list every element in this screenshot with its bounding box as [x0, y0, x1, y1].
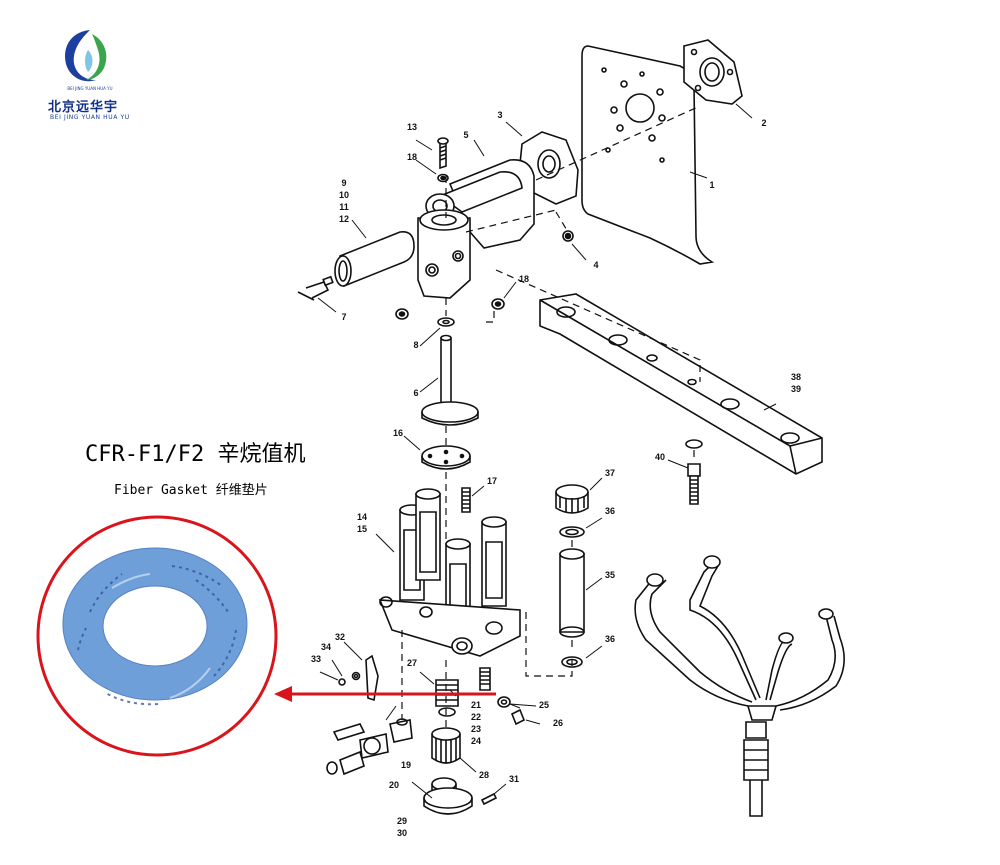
callout-10: 10 — [339, 190, 349, 200]
callout-32: 32 — [335, 632, 345, 642]
sight-glass-assembly — [378, 488, 521, 657]
callout-28: 28 — [479, 770, 489, 780]
bar-38-39 — [539, 293, 823, 475]
callout-31: 31 — [509, 774, 519, 784]
callout-2: 2 — [761, 118, 766, 128]
callout-12: 12 — [339, 214, 349, 224]
callout-26: 26 — [553, 718, 563, 728]
callout-1: 1 — [709, 180, 714, 190]
sleeve-9-12 — [339, 230, 415, 288]
callout-36-bottom: 36 — [605, 634, 615, 644]
callout-20: 20 — [389, 780, 399, 790]
callout-7: 7 — [341, 312, 346, 322]
pin-7 — [297, 281, 330, 301]
callout-29: 29 — [397, 816, 407, 826]
callout-16: 16 — [393, 428, 403, 438]
flange-2 — [683, 39, 743, 105]
callout-18-mid: 18 — [519, 274, 529, 284]
logo-small-text: BEI JING YUAN HUA YU — [67, 86, 112, 91]
callout-15: 15 — [357, 524, 367, 534]
callout-11: 11 — [339, 202, 349, 212]
callout-25: 25 — [539, 700, 549, 710]
callout-27: 27 — [407, 658, 417, 668]
callout-4: 4 — [593, 260, 598, 270]
pointer-arrow — [274, 686, 496, 702]
callout-18-top: 18 — [407, 152, 417, 162]
callout-17: 17 — [487, 476, 497, 486]
callout-38: 38 — [791, 372, 801, 382]
callout-3: 3 — [497, 110, 502, 120]
callout-24: 24 — [471, 736, 481, 746]
callout-21: 21 — [471, 700, 481, 710]
callout-13: 13 — [407, 122, 417, 132]
diagram-subtitle: Fiber Gasket 纤维垫片 — [114, 483, 268, 498]
drawing-lines — [297, 39, 823, 815]
callout-22: 22 — [471, 712, 481, 722]
callout-6: 6 — [413, 388, 418, 398]
company-logo: BEI JING YUAN HUA YU — [40, 20, 140, 130]
highlight-circle — [36, 515, 278, 757]
brand-name-cn: 北京远华宇 — [48, 100, 119, 115]
callout-35: 35 — [605, 570, 615, 580]
bolt-40 — [687, 463, 701, 477]
callout-36-top: 36 — [605, 506, 615, 516]
callout-8: 8 — [413, 340, 418, 350]
fiber-gasket-image — [62, 547, 248, 706]
callout-19: 19 — [401, 760, 411, 770]
callout-30: 30 — [397, 828, 407, 838]
callout-33: 33 — [311, 654, 321, 664]
callout-14: 14 — [357, 512, 367, 522]
callout-5: 5 — [463, 130, 468, 140]
callout-23: 23 — [471, 724, 481, 734]
callout-34: 34 — [321, 642, 331, 652]
diagram-title: CFR-F1/F2 辛烷值机 — [85, 442, 306, 467]
callout-37: 37 — [605, 468, 615, 478]
callout-9: 9 — [341, 178, 346, 188]
brand-name-en: BEI JING YUAN HUA YU — [50, 114, 130, 121]
callout-40: 40 — [655, 452, 665, 462]
callout-39: 39 — [791, 384, 801, 394]
fuel-line-manifold — [634, 555, 845, 817]
leader-lines — [317, 103, 777, 799]
